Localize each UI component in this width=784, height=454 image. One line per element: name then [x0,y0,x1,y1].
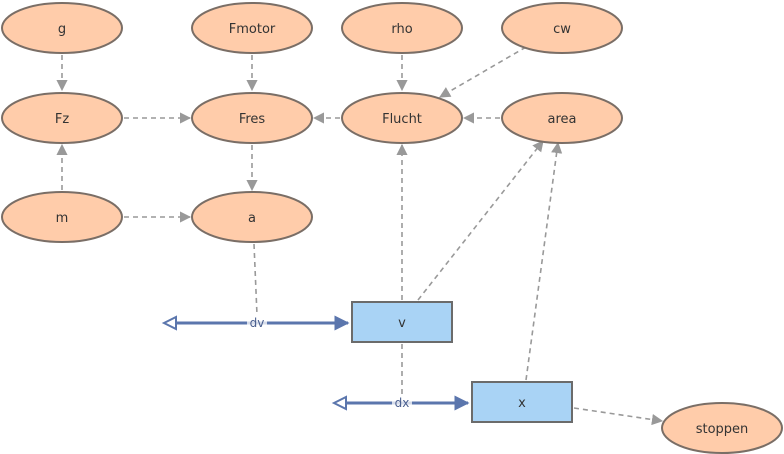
link-v-to-area[interactable] [417,140,544,301]
variable-fres[interactable]: Fres [191,92,313,144]
variable-a[interactable]: a [191,191,313,243]
variable-a-label: a [248,211,256,226]
variable-fmotor-shape [191,2,313,54]
stock-v-shape [351,301,453,343]
link-x-to-area[interactable] [525,141,563,381]
variable-fres-label: Fres [239,112,266,127]
link-a-to-dv[interactable] [253,243,258,316]
stock-v-label: v [398,316,406,331]
variable-m[interactable]: m [1,191,123,243]
flow-dv-label-bg [247,315,267,331]
variable-m-shape [1,191,123,243]
flow-dx[interactable]: dx [331,395,470,411]
flow-dv-source-arrow [161,315,177,331]
variable-fmotor-label: Fmotor [229,22,276,37]
dependency-links [56,46,664,426]
variable-g-shape [1,2,123,54]
variable-stoppen[interactable]: stoppen [661,402,783,454]
stock-x-shape [471,381,573,423]
variable-flucht-label: Flucht [382,112,422,127]
stock-v[interactable]: v [351,301,453,343]
variable-fres-shape [191,92,313,144]
flow-dv[interactable]: dv [161,315,350,331]
flow-dv-label: dv [250,316,265,330]
variable-area[interactable]: area [501,92,623,144]
variable-stoppen-shape [661,402,783,454]
variable-cw-label: cw [553,22,571,37]
variable-fz-shape [1,92,123,144]
variable-stoppen-label: stoppen [696,422,749,437]
variable-fz[interactable]: Fz [1,92,123,144]
variable-area-label: area [548,112,577,127]
link-cw-to-flucht[interactable] [439,46,527,98]
variable-flucht[interactable]: Flucht [341,92,463,144]
variable-m-label: m [56,211,69,226]
variable-fz-label: Fz [55,112,69,127]
variable-cw-shape [501,2,623,54]
flow-dx-label: dx [395,396,410,410]
stock-x-label: x [518,396,526,411]
flow-dx-label-bg [392,395,412,411]
variable-g-label: g [58,22,66,37]
variable-cw[interactable]: cw [501,2,623,54]
variable-rho-shape [341,2,463,54]
variable-area-shape [501,92,623,144]
variable-rho-label: rho [391,22,412,37]
variable-rho[interactable]: rho [341,2,463,54]
variable-flucht-shape [341,92,463,144]
flow-dx-source-arrow [331,395,347,411]
link-x-to-stoppen[interactable] [573,407,664,426]
variable-fmotor[interactable]: Fmotor [191,2,313,54]
stock-x[interactable]: x [471,381,573,423]
variable-g[interactable]: g [1,2,123,54]
variable-a-shape [191,191,313,243]
